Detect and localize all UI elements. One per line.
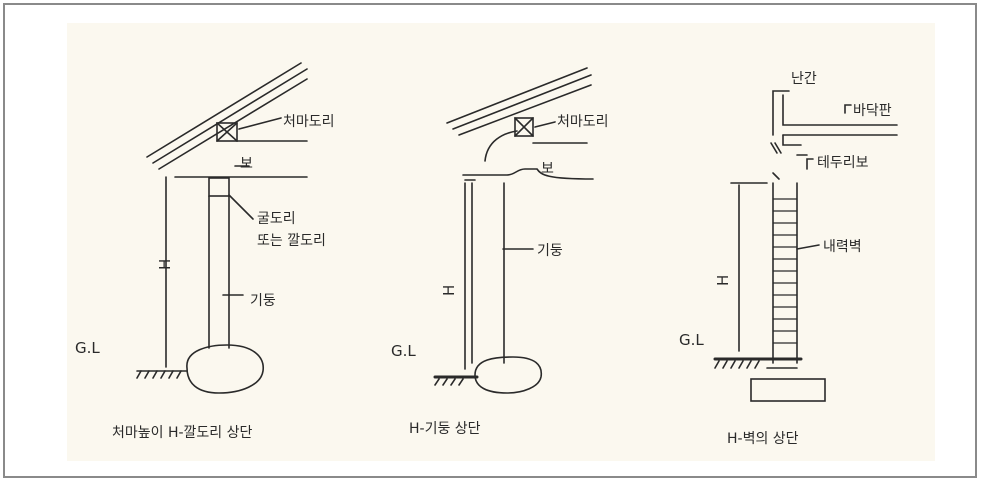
ground-hatch [722,360,728,369]
railing-post [772,90,790,136]
purlin-cross [514,117,534,137]
ground-hatch [442,378,448,386]
label-height: H [156,259,174,270]
ground-hatch [738,360,744,369]
label-wall-plate: 굴도리 [257,211,296,227]
label-edge-beam: 테두리보 [817,155,869,171]
leader-line [772,172,780,180]
roof-rafter-line [146,62,302,158]
label-floor-slab: 바닥판 [853,103,892,119]
footing-outline [186,344,264,394]
purlin-cross [216,122,238,142]
connection-curve [484,130,518,162]
figure-2-drawing [433,67,594,394]
edge-beam-mark [806,158,814,170]
diagram-panel: 처마도리 보 굴도리 또는 깔도리 기둥 G.L H 처마높이 H-깔도리 상단… [67,23,935,461]
eave-height-diagram: 처마도리 보 굴도리 또는 깔도리 기둥 G.L H 처마높이 H-깔도리 상단… [75,62,898,447]
figure-1-drawing [136,62,308,394]
label-railing: 난간 [791,71,817,87]
ground-hatch [168,370,174,379]
beam-line [462,168,594,180]
roof-rafter-line [452,74,592,130]
label-height: H [714,275,732,286]
label-column: 기둥 [537,243,563,259]
footing-block [750,378,826,402]
caption-figure-3: H-벽의 상단 [727,431,799,447]
wall-plate-box [208,177,230,197]
label-gl: G.L [75,339,100,357]
ground-hatch [746,360,752,369]
label-bearing-wall: 내력벽 [823,239,862,255]
ground-hatch [754,360,760,369]
roof-rafter-line [446,67,588,124]
ground-hatch [714,360,720,369]
label-eave-purlin: 처마도리 [557,114,609,130]
figure-3-drawing [713,90,898,402]
bearing-wall-courses [772,198,798,344]
label-gl: G.L [679,331,704,349]
leader-line [534,121,556,128]
label-height: H [440,285,458,296]
footing-outline [474,356,543,394]
ground-hatch [136,370,142,379]
eave-purlin-box [216,122,238,142]
leader-line [238,117,282,130]
label-gl: G.L [391,342,416,360]
caption-figure-1: 처마높이 H-깔도리 상단 [112,425,253,441]
label-eave-purlin: 처마도리 [283,114,335,130]
label-wall-plate-alt: 또는 깔도리 [257,233,326,249]
slab-mark [844,104,852,114]
ground-hatch [450,378,456,386]
figure-frame: 처마도리 보 굴도리 또는 깔도리 기둥 G.L H 처마높이 H-깔도리 상단… [3,3,977,478]
floor-slab-line [782,94,898,126]
leader-line [796,244,820,250]
roof-rafter-line [458,84,592,136]
ground-hatch [730,360,736,369]
caption-figure-2: H-기둥 상단 [409,421,481,437]
ground-hatch [458,378,464,386]
ground-hatch [176,370,182,379]
railing-break [770,142,778,154]
label-beam: 보 [541,161,554,177]
label-beam: 보 [240,156,253,172]
label-column: 기둥 [250,293,276,309]
leader-line [228,194,254,220]
ground-hatch [434,378,440,386]
ground-hatch [144,370,150,379]
ground-hatch [160,370,166,379]
roof-rafter-line [152,68,308,164]
ground-hatch [152,370,158,379]
railing-break [774,142,782,154]
edge-beam [782,134,802,146]
eave-purlin-box [514,117,534,137]
roof-rafter-line [158,78,308,170]
